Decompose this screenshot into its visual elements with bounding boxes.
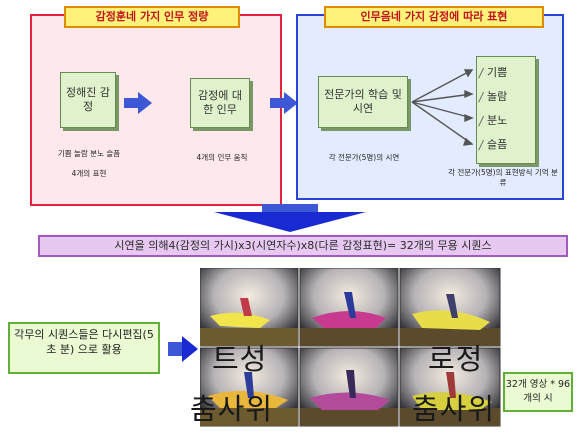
arrow-right-2	[270, 98, 284, 108]
emotion-item: /놀람	[479, 90, 508, 104]
arrow-right-1-head	[138, 92, 152, 114]
sequence-summary-bar: 시연을 의해4(감정의 가시)x3(시연자수)x8(다른 감정표현)= 32개의…	[38, 235, 568, 257]
overlay-text-4: 춤사위	[412, 392, 496, 426]
arrow-right-2-head	[284, 92, 298, 114]
overlay-text-1: 트성	[212, 342, 268, 376]
card-fixed-emotion: 정해진 감정	[60, 72, 116, 128]
arrow-right-3-head	[182, 336, 198, 362]
frame-r2c3	[399, 347, 501, 427]
down-arrow-head	[214, 212, 366, 232]
frame-r1c1	[200, 268, 299, 347]
right-panel-title: 인무음네 가지 감정에 따라 표현	[324, 6, 544, 28]
down-arrow-body	[262, 204, 318, 212]
overlay-text-3: 춤사위	[190, 392, 274, 426]
frame-r1c2	[299, 268, 399, 347]
left-note: 각무의 시퀀스들은 다시편집(5초 분) 으로 활용	[8, 322, 160, 374]
video-frames	[200, 268, 501, 427]
arrow-right-1	[124, 98, 138, 108]
right-side-caption: 각 전문가(5명)의 표현방식 기억 분류	[448, 168, 558, 187]
emotion-list-card: /기쁨 /놀람 /분노 /슬픔	[476, 56, 536, 164]
emotion-item: /기쁨	[479, 66, 508, 80]
frame-r2c1	[200, 347, 299, 427]
card2-caption: 4개의 인무 움직	[196, 153, 248, 162]
card1-caption-2: 4개의 표현	[71, 169, 107, 178]
overlay-text-2: 로정	[428, 342, 484, 376]
card-expert-demo: 전문가의 학습 및 시연	[318, 76, 408, 128]
card-emotion-dance: 감정에 대한 인무	[190, 78, 250, 128]
emotion-item: /분노	[479, 114, 508, 128]
card1-caption: 기쁨 놀람 분노 슬픔	[57, 149, 121, 158]
arrow-right-3	[168, 342, 182, 356]
frame-r2c2	[299, 347, 399, 427]
frame-r1c3	[399, 268, 501, 347]
fan-arrows	[411, 69, 474, 146]
emotion-item: /슬픔	[479, 138, 508, 152]
right-note: 32개 영상 * 96개의 시	[503, 372, 573, 412]
left-panel-title: 감정훈네 가지 인무 정량	[64, 6, 240, 28]
expert-caption: 각 전문가(5명)의 시연	[328, 153, 400, 162]
